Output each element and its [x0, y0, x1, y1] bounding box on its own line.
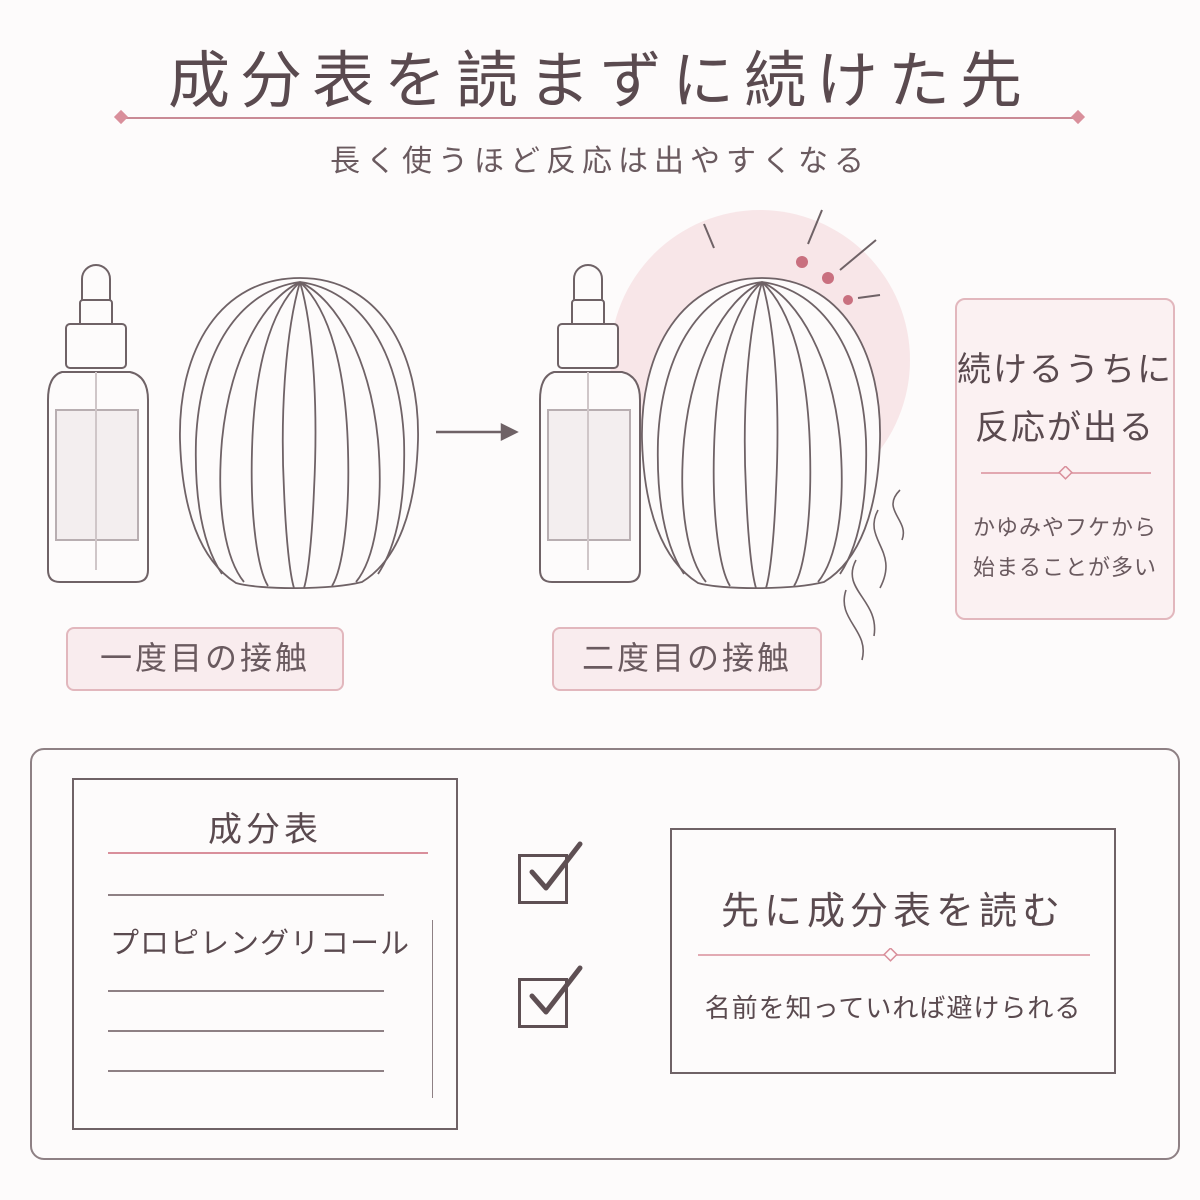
callout-note-line1: かゆみやフケから — [972, 516, 1157, 541]
tip-card-text: 名前を知っていれば避けられる — [704, 994, 1082, 1024]
page-subtitle: 長く使うほど反応は出やすくなる — [330, 144, 870, 179]
hair-head-icon-1 — [179, 277, 419, 590]
checkbox-checked-1 — [518, 854, 568, 904]
callout-note-line2: 始まることが多い — [972, 556, 1157, 581]
callout-heading-line2: 反応が出る — [975, 408, 1155, 448]
ingredient-card-title: 成分表 — [208, 810, 322, 850]
callout-heading-line1: 続けるうちに — [957, 350, 1173, 390]
tip-card-title: 先に成分表を読む — [720, 889, 1065, 933]
reaction-dot-icons — [796, 256, 853, 305]
step-label-second: 二度目の接触 — [552, 627, 822, 691]
title-divider — [113, 109, 1086, 125]
irritation-marks — [703, 209, 881, 299]
bottom-panel — [30, 748, 1180, 1160]
step-label-first: 一度目の接触 — [66, 627, 344, 691]
checkbox-checked-2 — [518, 978, 568, 1028]
ingredient-line — [108, 990, 384, 992]
checkmark-icon-2 — [529, 965, 583, 1015]
serum-bottle-icon-2 — [539, 264, 641, 583]
ingredient-scroll-line — [432, 920, 433, 1098]
ingredient-line — [108, 894, 384, 896]
contact-illustration — [47, 209, 910, 661]
arrow-right-icon — [436, 422, 519, 442]
page-title: 成分表を読まずに続けた先 — [167, 44, 1032, 117]
ingredient-line — [108, 1030, 384, 1032]
tip-card: 先に成分表を読む 名前を知っていれば避けられる — [670, 828, 1116, 1074]
hair-head-icon-2 — [641, 277, 881, 590]
ingredient-item: プロピレングリコール — [110, 926, 411, 960]
checkmark-icon-1 — [529, 841, 583, 891]
serum-bottle-icon-1 — [47, 264, 149, 583]
reaction-callout: 続けるうちに 反応が出る かゆみやフケから 始まることが多い — [955, 298, 1175, 620]
tip-divider — [698, 948, 1090, 962]
callout-divider — [981, 466, 1151, 480]
falling-hair-icon — [843, 489, 905, 661]
ingredient-line — [108, 1070, 384, 1072]
ingredient-list-card: 成分表 プロピレングリコール — [72, 778, 458, 1130]
ingredient-title-underline — [108, 852, 428, 854]
